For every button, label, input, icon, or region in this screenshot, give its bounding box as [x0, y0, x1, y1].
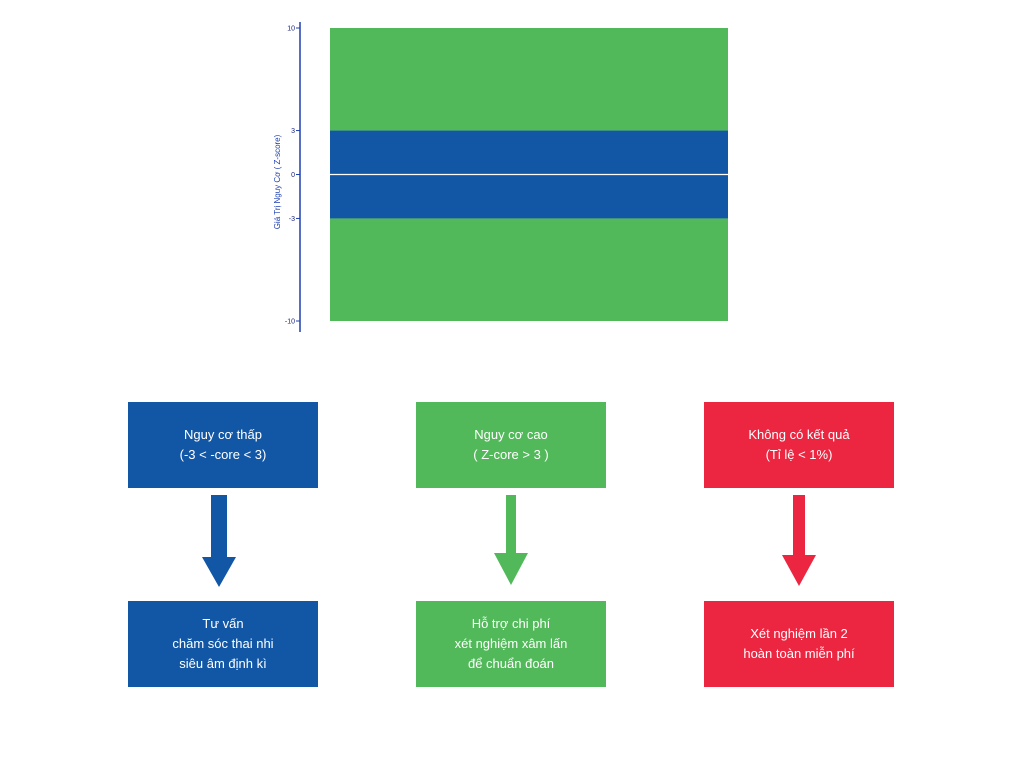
low-risk-range: (-3 < -core < 3)	[179, 447, 267, 462]
low-risk-action-line-2: chăm sóc thai nhi	[172, 636, 274, 651]
high-risk-action-line-2: xét nghiệm xâm lấn	[454, 636, 568, 651]
no-result-arrow-icon	[782, 495, 816, 586]
high-risk-action-box: Hỗ trợ chi phí xét nghiệm xâm lấn để chu…	[416, 601, 606, 687]
low-risk-action-line-1: Tư vấn	[202, 616, 244, 631]
low-risk-box: Nguy cơ thấp (-3 < -core < 3)	[128, 402, 318, 488]
y-tick-label-1: 3	[291, 128, 295, 135]
high-risk-title: Nguy cơ cao	[474, 427, 548, 442]
high-risk-range: ( Z-core > 3 )	[473, 447, 549, 462]
chart-band-0	[330, 28, 728, 131]
low-risk-arrow-icon	[202, 495, 236, 587]
low-risk-action-box: Tư vấn chăm sóc thai nhi siêu âm định kì	[128, 601, 318, 687]
no-result-action-line-2: hoàn toàn miễn phí	[743, 646, 855, 661]
high-risk-box: Nguy cơ cao ( Z-core > 3 )	[416, 402, 606, 488]
low-risk-action-line-3: siêu âm định kì	[179, 656, 267, 671]
high-risk-action-line-1: Hỗ trợ chi phí	[471, 616, 551, 631]
high-risk-action-line-3: để chuẩn đoán	[467, 656, 555, 671]
y-tick-label-4: -10	[285, 319, 295, 326]
no-result-action-line-1: Xét nghiệm lần 2	[750, 626, 848, 641]
z-score-chart: 10 3 0 -3 -10 Giá Trị Nguy Cơ ( Z-score)	[273, 22, 728, 332]
no-result-action-box: Xét nghiệm lần 2 hoàn toàn miễn phí	[704, 601, 894, 687]
y-axis-title: Giá Trị Nguy Cơ ( Z-score)	[273, 134, 282, 229]
y-tick-label-3: -3	[289, 216, 295, 223]
y-tick-label-0: 10	[287, 26, 295, 33]
no-result-title: Không có kết quả	[748, 427, 850, 442]
y-tick-label-2: 0	[291, 172, 295, 179]
chart-band-2	[330, 218, 728, 321]
high-risk-arrow-icon	[494, 495, 528, 585]
no-result-rate: (Tỉ lệ < 1%)	[765, 447, 833, 462]
low-risk-title: Nguy cơ thấp	[184, 427, 262, 442]
no-result-box: Không có kết quả (Tỉ lệ < 1%)	[704, 402, 894, 488]
